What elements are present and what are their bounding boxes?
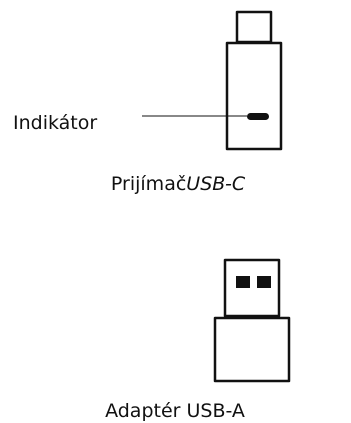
usbc-receiver — [225, 10, 283, 151]
usbc-receiver-caption: PrijímačUSB-C — [111, 173, 245, 195]
usbc-receiver-body — [225, 41, 283, 151]
usbc-connector-plug — [235, 10, 273, 44]
usba-contact-left — [236, 276, 250, 288]
usba-adapter — [213, 258, 291, 383]
usba-adapter-caption: Adaptér USB-A — [105, 400, 245, 422]
usbc-connector-label: USB-C — [186, 173, 246, 195]
status-indicator-light — [247, 113, 269, 120]
usba-connector-plug — [223, 258, 281, 318]
usba-contact-right — [257, 276, 271, 288]
usbc-receiver-name: Prijímač — [110, 173, 187, 195]
usba-adapter-body — [213, 316, 291, 383]
indicator-label: Indikátor — [13, 112, 98, 134]
